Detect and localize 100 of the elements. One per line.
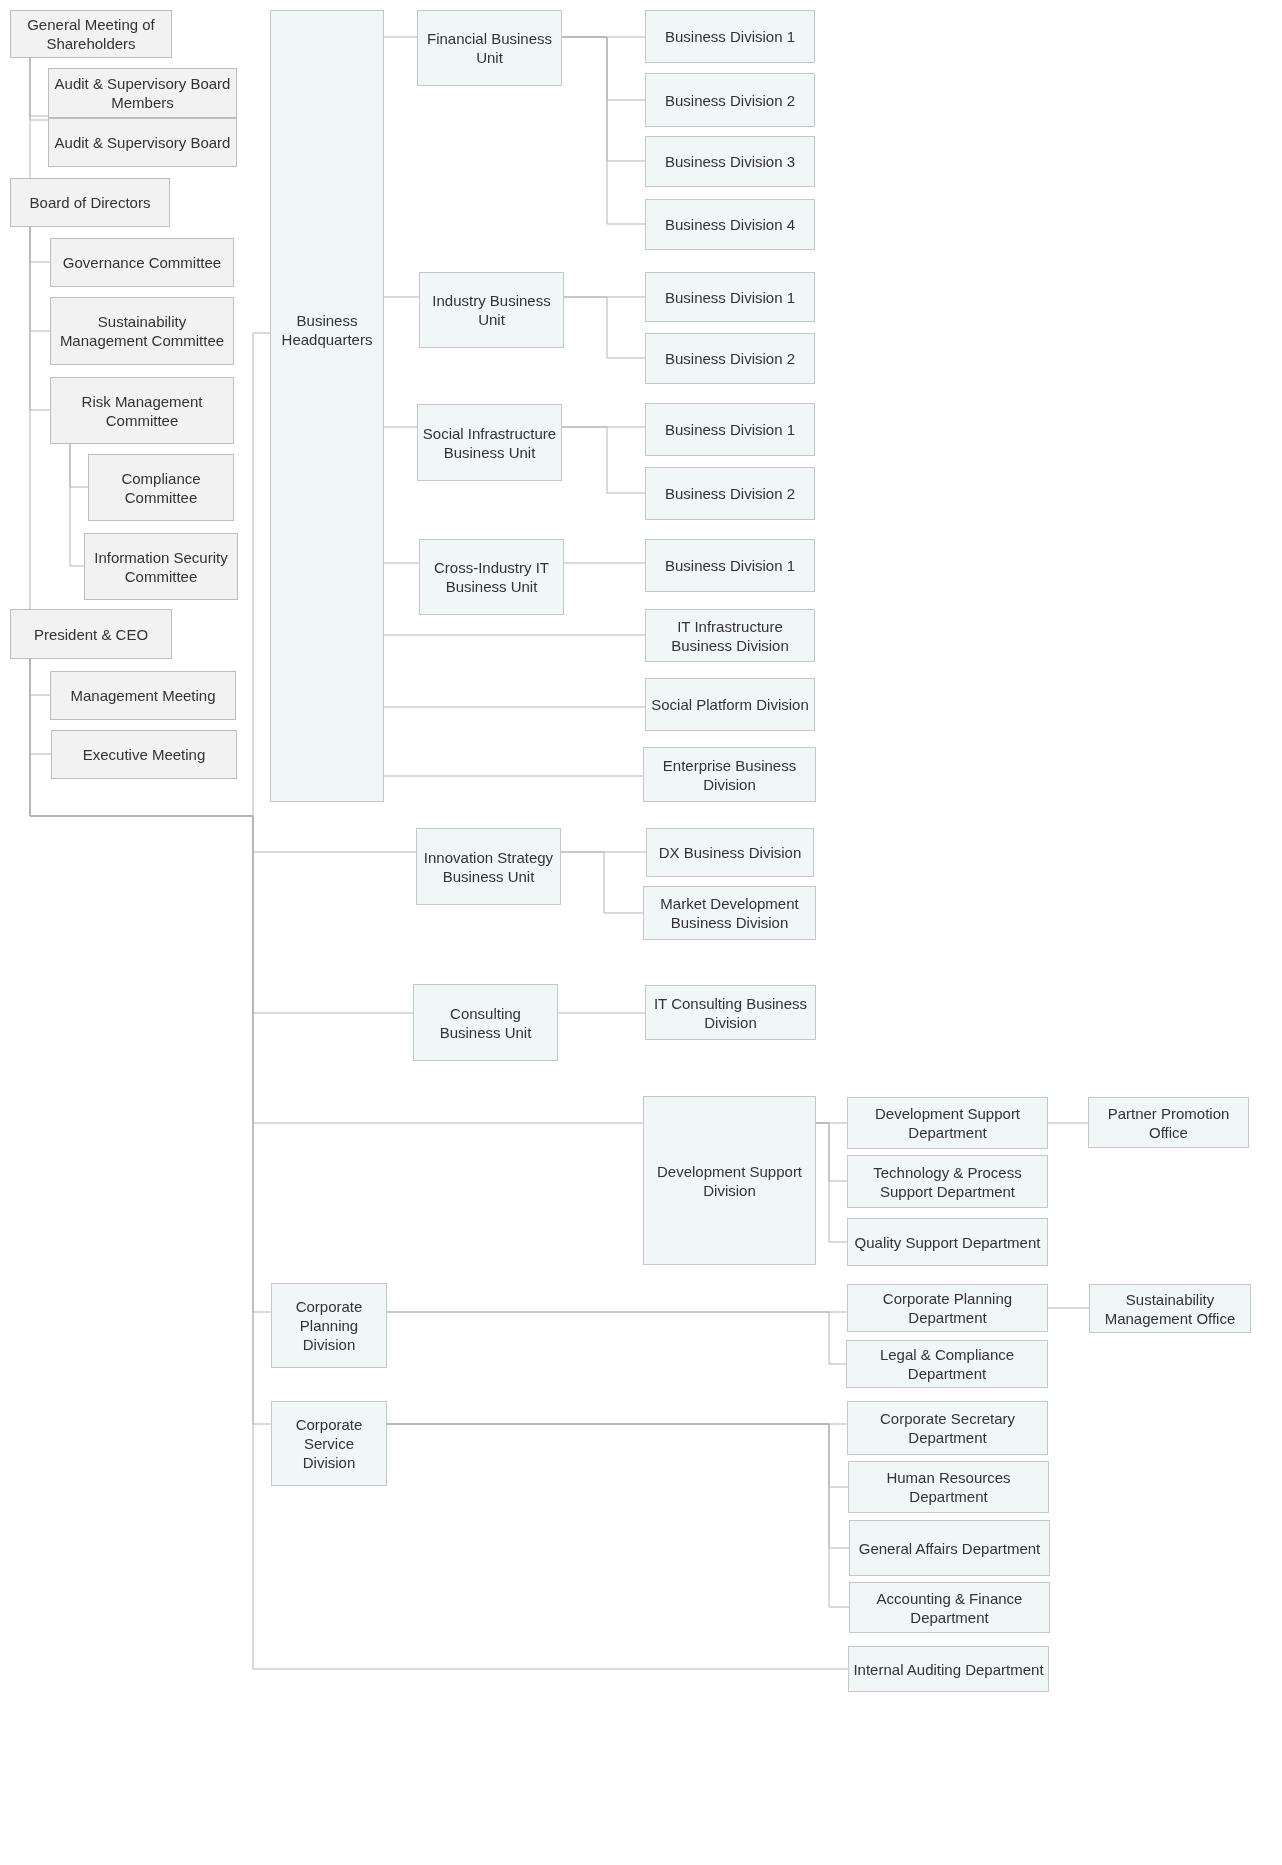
org-unit-box (645, 403, 815, 456)
unit-name: Corporate Secretary Department (878, 1409, 1017, 1447)
unit-name: Development Support Division (655, 1161, 804, 1200)
unit-name: Financial Business Unit (425, 29, 554, 67)
unit-name: Quality Support Department (854, 1232, 1041, 1252)
unit-name: Corporate Service Division (294, 1415, 364, 1472)
unit-name: Consulting Business Unit (438, 1003, 533, 1042)
org-unit-box (645, 73, 815, 127)
unit-name: Development Support Department (873, 1104, 1022, 1142)
org-unit-box (50, 238, 234, 287)
connector-line (561, 426, 646, 494)
unit-name: Business Division 1 (664, 287, 796, 307)
unit-name: IT Consulting Business Division (652, 993, 809, 1032)
connector-line (1047, 1122, 1089, 1124)
org-unit-box (847, 1097, 1048, 1149)
org-unit-box (48, 68, 237, 118)
unit-name: Innovation Strategy Business Unit (422, 847, 555, 886)
org-unit-box (417, 10, 562, 86)
connector-line (29, 57, 31, 179)
unit-name: IT Infrastructure Business Division (670, 616, 790, 655)
connector-line (383, 296, 420, 298)
org-unit-box (645, 272, 815, 322)
org-unit-box (10, 10, 172, 58)
org-unit-box (645, 467, 815, 520)
unit-name: Governance Committee (62, 253, 222, 272)
org-unit-box (271, 1283, 387, 1368)
org-unit-box (1089, 1284, 1251, 1333)
connector-line (1047, 1307, 1090, 1309)
unit-name: Sustainability Management Office (1103, 1289, 1237, 1328)
org-unit-box (88, 454, 234, 521)
org-unit-box (48, 118, 237, 167)
org-unit-box (849, 1582, 1050, 1633)
org-unit-box (10, 609, 172, 659)
unit-name: Social Infrastructure Business Unit (422, 423, 557, 462)
connector-line (383, 775, 644, 777)
unit-name: Internal Auditing Department (853, 1659, 1044, 1679)
org-unit-box (848, 1646, 1049, 1692)
connector-line (383, 562, 420, 564)
unit-name: Cross-Industry IT Business Unit (433, 558, 550, 596)
unit-name: Corporate Planning Department (881, 1289, 1014, 1327)
org-unit-box (645, 136, 815, 187)
connector-line (69, 443, 85, 567)
unit-name: Board of Directors (29, 193, 151, 212)
unit-name: Partner Promotion Office (1106, 1103, 1231, 1142)
org-unit-box (847, 1218, 1048, 1266)
org-unit-box (643, 747, 816, 802)
unit-name: Business Division 1 (664, 27, 796, 46)
unit-name: Compliance Committee (120, 468, 202, 507)
connector-line (383, 634, 646, 636)
org-unit-box (50, 671, 236, 720)
connector-line (815, 1122, 848, 1243)
org-unit-box (646, 828, 814, 877)
unit-name: Audit & Supervisory Board (54, 133, 231, 152)
unit-name: Information Security Committee (93, 547, 229, 586)
org-unit-box (51, 730, 237, 779)
org-unit-box (645, 609, 815, 662)
connector-line (561, 36, 646, 225)
unit-name: Market Development Business Division (659, 894, 800, 932)
org-unit-box (84, 533, 238, 600)
unit-name: Audit & Supervisory Board Members (53, 74, 232, 112)
org-unit-box (419, 539, 564, 615)
org-unit-box (645, 199, 815, 250)
unit-name: Risk Management Committee (80, 391, 204, 430)
unit-name: Business Division 4 (664, 215, 796, 234)
unit-name: Business Division 1 (664, 420, 796, 439)
org-unit-box (643, 1096, 816, 1265)
org-unit-box (416, 828, 561, 905)
org-unit-box (271, 1401, 387, 1486)
org-unit-box (849, 1520, 1050, 1576)
unit-name: Industry Business Unit (431, 291, 552, 329)
org-unit-box (270, 10, 384, 802)
org-unit-box (846, 1340, 1048, 1388)
unit-name: General Affairs Department (858, 1538, 1041, 1558)
org-unit-box (645, 333, 815, 384)
unit-name: Enterprise Business Division (661, 755, 798, 794)
org-unit-box (847, 1284, 1048, 1332)
unit-name: Social Platform Division (651, 695, 809, 714)
connector-line (563, 562, 646, 564)
unit-name: Sustainability Management Committee (58, 312, 226, 350)
unit-name: General Meeting of Shareholders (26, 15, 156, 53)
connector-line (560, 851, 644, 914)
connector-line (383, 426, 418, 428)
connector-line (386, 1311, 847, 1365)
org-unit-box (50, 297, 234, 365)
unit-name: Legal & Compliance Department (878, 1345, 1016, 1383)
connector-line (563, 296, 646, 359)
unit-name: Business Headquarters (280, 311, 374, 349)
unit-name: Executive Meeting (82, 745, 206, 764)
org-unit-box (417, 404, 562, 481)
org-unit-box (645, 985, 816, 1040)
org-unit-box (1088, 1097, 1249, 1148)
connector-line (557, 1012, 646, 1014)
org-unit-box (847, 1155, 1048, 1208)
unit-name: Business Division 2 (664, 484, 796, 503)
unit-name: Business Division 2 (664, 349, 796, 368)
unit-name: Corporate Planning Division (294, 1297, 364, 1354)
unit-name: Technology & Process Support Department (872, 1162, 1023, 1201)
unit-name: Business Division 2 (664, 90, 796, 110)
unit-name: DX Business Division (658, 843, 802, 862)
org-unit-box (50, 377, 234, 444)
